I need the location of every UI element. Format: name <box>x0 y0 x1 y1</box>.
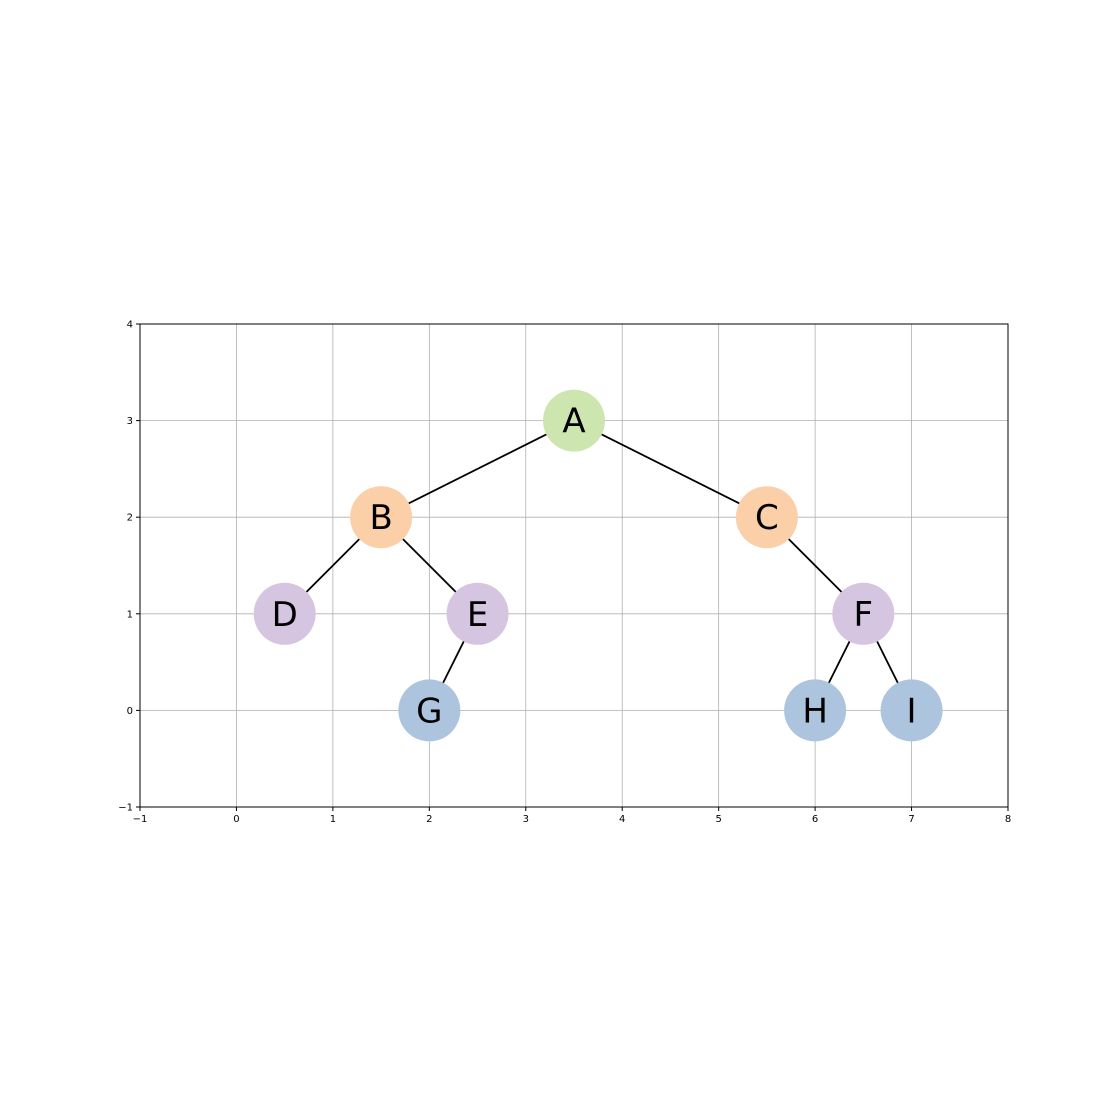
node-B: B <box>350 486 413 549</box>
x-tick-label: −1 <box>133 814 148 825</box>
axis-ticks: −1 0 1 2 3 4 5 6 7 8 −1 0 1 2 3 4 <box>118 320 1011 826</box>
node-A: A <box>543 389 605 452</box>
x-tick-label: 7 <box>908 814 914 825</box>
node-label: I <box>907 691 917 731</box>
edge-A-B <box>380 419 575 519</box>
node-H: H <box>784 679 847 742</box>
y-tick-label: 3 <box>127 416 133 427</box>
node-label: E <box>467 595 488 635</box>
x-tick-label: 0 <box>233 814 239 825</box>
node-circle <box>543 389 605 452</box>
y-tick-label: 4 <box>127 320 133 331</box>
x-tick-label: 2 <box>426 814 432 825</box>
nodes: A B C D E F G H I <box>253 389 943 742</box>
node-circle <box>735 486 798 549</box>
x-tick-label: 4 <box>619 814 625 825</box>
node-I: I <box>880 679 943 742</box>
node-circle <box>398 679 461 742</box>
node-label: B <box>369 498 392 538</box>
node-D: D <box>253 582 316 645</box>
x-tick-label: 1 <box>330 814 336 825</box>
node-F: F <box>832 582 895 645</box>
edge-A-C <box>573 419 768 519</box>
node-label: A <box>562 402 585 442</box>
node-circle <box>880 679 943 742</box>
node-label: F <box>854 595 874 635</box>
node-label: H <box>802 691 828 731</box>
y-tick-label: 2 <box>127 513 133 524</box>
node-circle <box>832 582 895 645</box>
node-circle <box>784 679 847 742</box>
node-label: G <box>416 691 442 731</box>
x-tick-label: 3 <box>523 814 529 825</box>
node-circle <box>253 582 316 645</box>
x-tick-label: 8 <box>1005 814 1011 825</box>
node-circle <box>350 486 413 549</box>
edges <box>284 419 913 711</box>
y-tick-label: 1 <box>127 609 133 620</box>
node-G: G <box>398 679 461 742</box>
node-label: D <box>272 595 298 635</box>
node-circle <box>446 582 509 645</box>
node-label: C <box>755 498 779 538</box>
plot-frame <box>139 323 1009 808</box>
x-tick-label: 6 <box>812 814 818 825</box>
node-C: C <box>735 486 798 549</box>
x-tick-label: 5 <box>715 814 721 825</box>
y-tick-label: 0 <box>127 706 133 717</box>
y-tick-label: −1 <box>118 803 133 814</box>
node-E: E <box>446 582 509 645</box>
